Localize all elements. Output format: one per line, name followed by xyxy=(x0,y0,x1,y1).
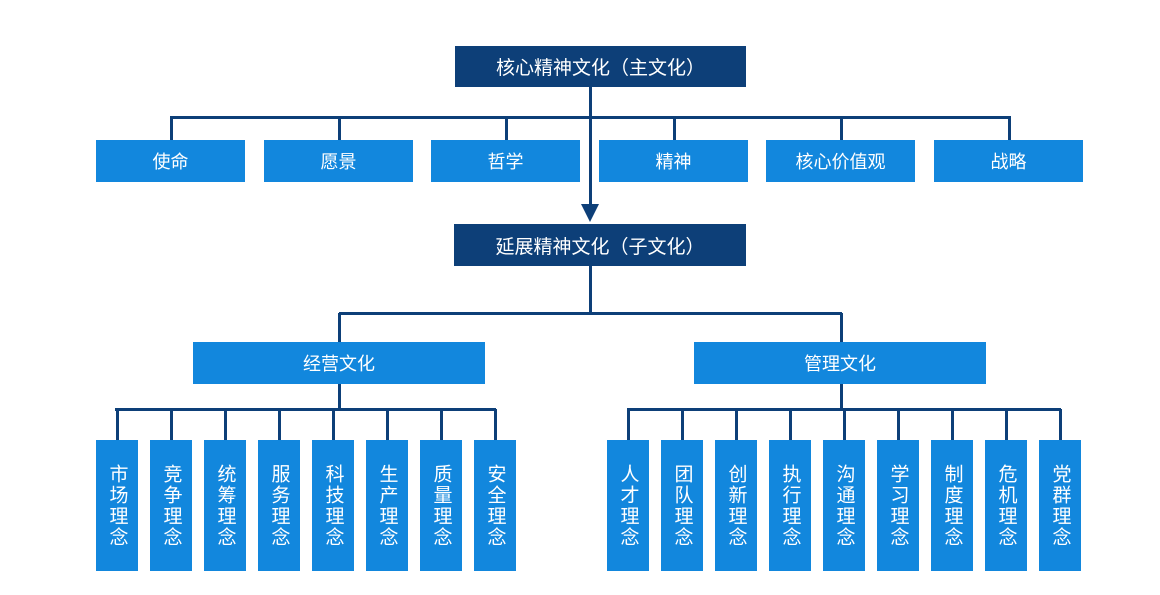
management-drop-line xyxy=(840,384,843,409)
core-item-label: 精神 xyxy=(655,152,692,173)
leaf-drop-line xyxy=(116,409,119,441)
business-drop-line xyxy=(338,384,341,409)
core-item-label: 核心价值观 xyxy=(795,152,886,173)
core-item-spirit: 精神 xyxy=(599,140,748,182)
leaf-label: 市场理念 xyxy=(106,463,129,548)
core-item-drop-line xyxy=(840,116,843,141)
leaf-drop-line xyxy=(735,409,738,441)
leaf-system-concept: 制度理念 xyxy=(931,440,973,571)
core-item-drop-line xyxy=(1008,116,1011,141)
leaf-label: 竞争理念 xyxy=(160,463,183,548)
core-item-drop-line xyxy=(170,116,173,141)
leaf-drop-line xyxy=(897,409,900,441)
leaf-label: 质量理念 xyxy=(430,463,453,548)
leaf-service-concept: 服务理念 xyxy=(258,440,300,571)
branches-bus-line xyxy=(339,312,842,315)
leaf-label: 科技理念 xyxy=(322,463,345,548)
core-culture-label: 核心精神文化（主文化） xyxy=(495,57,705,79)
leaf-label: 人才理念 xyxy=(617,463,640,548)
leaf-crisis-concept: 危机理念 xyxy=(985,440,1027,571)
leaf-market-concept: 市场理念 xyxy=(96,440,138,571)
leaf-drop-line xyxy=(843,409,846,441)
leaf-drop-line xyxy=(627,409,630,441)
leaf-production-concept: 生产理念 xyxy=(366,440,408,571)
core-item-label: 使命 xyxy=(152,152,189,173)
extended-drop-line xyxy=(589,266,592,313)
leaf-coordination-concept: 统筹理念 xyxy=(204,440,246,571)
leaf-technology-concept: 科技理念 xyxy=(312,440,354,571)
leaf-drop-line xyxy=(494,409,497,441)
leaf-label: 危机理念 xyxy=(995,463,1018,548)
business-leaves-bus-line xyxy=(115,408,496,411)
branch-management-culture: 管理文化 xyxy=(694,342,986,384)
leaf-label: 执行理念 xyxy=(779,463,802,548)
core-item-mission: 使命 xyxy=(96,140,245,182)
core-item-core-values: 核心价值观 xyxy=(766,140,915,182)
leaf-drop-line xyxy=(951,409,954,441)
leaf-drop-line xyxy=(1005,409,1008,441)
branch-label: 经营文化 xyxy=(303,354,375,375)
leaf-label: 团队理念 xyxy=(671,463,694,548)
leaf-label: 党群理念 xyxy=(1049,463,1072,548)
leaf-label: 安全理念 xyxy=(484,463,507,548)
core-item-label: 战略 xyxy=(990,152,1027,173)
core-item-philosophy: 哲学 xyxy=(431,140,580,182)
leaf-quality-concept: 质量理念 xyxy=(420,440,462,571)
leaf-talent-concept: 人才理念 xyxy=(607,440,649,571)
branch-drop-line xyxy=(338,313,341,343)
leaf-drop-line xyxy=(1059,409,1062,441)
leaf-label: 统筹理念 xyxy=(214,463,237,548)
core-item-vision: 愿景 xyxy=(264,140,413,182)
core-item-drop-line xyxy=(338,116,341,141)
leaf-label: 学习理念 xyxy=(887,463,910,548)
leaf-drop-line xyxy=(789,409,792,441)
core-item-label: 愿景 xyxy=(320,152,357,173)
leaf-competition-concept: 竞争理念 xyxy=(150,440,192,571)
leaf-drop-line xyxy=(278,409,281,441)
leaf-communication-concept: 沟通理念 xyxy=(823,440,865,571)
leaf-safety-concept: 安全理念 xyxy=(474,440,516,571)
leaf-drop-line xyxy=(332,409,335,441)
leaf-drop-line xyxy=(440,409,443,441)
branch-business-culture: 经营文化 xyxy=(193,342,485,384)
leaf-execution-concept: 执行理念 xyxy=(769,440,811,571)
arrow-down-icon xyxy=(581,204,599,222)
leaf-drop-line xyxy=(681,409,684,441)
core-item-strategy: 战略 xyxy=(934,140,1083,182)
core-to-extended-line xyxy=(589,87,592,206)
leaf-label: 沟通理念 xyxy=(833,463,856,548)
leaf-label: 服务理念 xyxy=(268,463,291,548)
leaf-drop-line xyxy=(386,409,389,441)
leaf-team-concept: 团队理念 xyxy=(661,440,703,571)
extended-culture-label: 延展精神文化（子文化） xyxy=(495,235,705,258)
core-item-label: 哲学 xyxy=(487,152,524,173)
core-item-drop-line xyxy=(673,116,676,141)
leaf-learning-concept: 学习理念 xyxy=(877,440,919,571)
leaf-label: 生产理念 xyxy=(376,463,399,548)
leaf-label: 制度理念 xyxy=(941,463,964,548)
leaf-drop-line xyxy=(170,409,173,441)
core-item-drop-line xyxy=(505,116,508,141)
leaf-drop-line xyxy=(224,409,227,441)
branch-label: 管理文化 xyxy=(804,354,876,375)
branch-drop-line xyxy=(840,313,843,343)
extended-culture-box: 延展精神文化（子文化） xyxy=(454,224,746,266)
leaf-label: 创新理念 xyxy=(725,463,748,548)
leaf-party-concept: 党群理念 xyxy=(1039,440,1081,571)
leaf-innovation-concept: 创新理念 xyxy=(715,440,757,571)
core-culture-box: 核心精神文化（主文化） xyxy=(455,46,746,87)
